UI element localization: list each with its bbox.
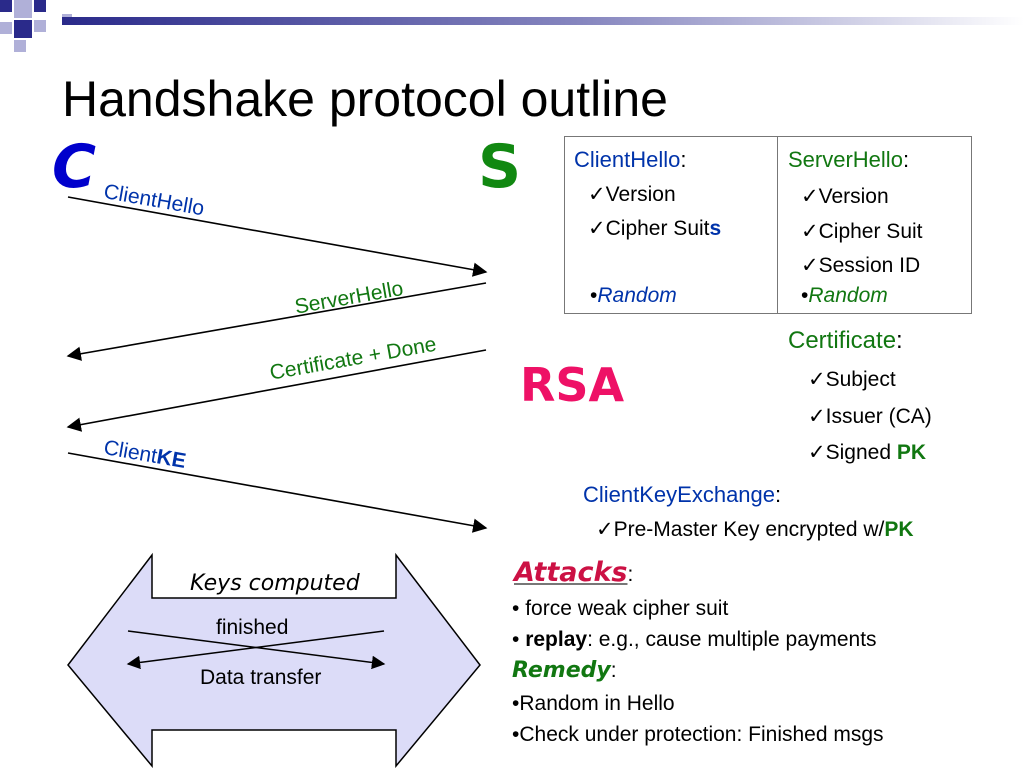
arrow-certificate: [66, 349, 487, 432]
check-icon: ✓: [808, 441, 826, 464]
attack-item-weak-cipher: • force weak cipher suit: [512, 597, 729, 620]
page-title: Handshake protocol outline: [62, 71, 668, 127]
client-hello-random: •Random: [590, 284, 677, 307]
remedy-heading: Remedy:: [512, 658, 617, 683]
check-icon: ✓: [588, 217, 606, 240]
certificate-item-subject: ✓Subject: [808, 368, 896, 391]
client-key-exchange-item: ✓Pre-Master Key encrypted w/PK: [596, 518, 914, 541]
rsa-label: RSA: [520, 358, 625, 412]
certificate-item-issuer: ✓Issuer (CA): [808, 405, 932, 428]
keys-double-arrow: [67, 552, 481, 768]
server-hello-random: •Random: [801, 284, 888, 307]
attacks-heading: Attacks:: [514, 557, 634, 588]
arrow-client-hello: [67, 196, 488, 277]
arrow-client-ke: [67, 452, 488, 533]
keys-computed-label: Keys computed: [190, 571, 360, 596]
check-icon: ✓: [801, 220, 819, 243]
remedy-item-check: •Check under protection: Finished msgs: [512, 723, 884, 746]
server-hello-item-cipher: ✓Cipher Suit: [801, 220, 923, 243]
check-icon: ✓: [588, 183, 606, 206]
server-label: S: [478, 132, 522, 202]
corner-squares-logo: [0, 0, 72, 52]
server-hello-item-version: ✓Version: [801, 185, 889, 208]
certificate-item-signed: ✓Signed PK: [808, 441, 927, 464]
client-hello-heading: ClientHello:: [574, 147, 687, 172]
client-key-exchange-heading: ClientKeyExchange:: [583, 482, 782, 507]
server-hello-item-session: ✓Session ID: [801, 254, 921, 277]
check-icon: ✓: [596, 518, 614, 541]
hello-table: [564, 136, 972, 314]
check-icon: ✓: [801, 254, 819, 277]
client-label: C: [52, 132, 97, 202]
remedy-item-random: •Random in Hello: [512, 692, 675, 715]
attack-item-replay: • replay: e.g., cause multiple payments: [512, 628, 877, 651]
client-hello-item-version: ✓Version: [588, 183, 676, 206]
check-icon: ✓: [801, 185, 819, 208]
data-transfer-arrow: [126, 630, 385, 670]
certificate-heading: Certificate:: [788, 327, 903, 354]
top-bar: [62, 17, 1024, 25]
client-hello-item-cipher: ✓Cipher Suits: [588, 217, 722, 240]
server-hello-heading: ServerHello:: [788, 147, 910, 172]
check-icon: ✓: [808, 405, 826, 428]
table-divider: [777, 137, 778, 313]
finished-label: finished: [216, 616, 289, 639]
data-transfer-label: Data transfer: [200, 666, 322, 689]
arrow-server-hello: [66, 282, 487, 361]
check-icon: ✓: [808, 368, 826, 391]
